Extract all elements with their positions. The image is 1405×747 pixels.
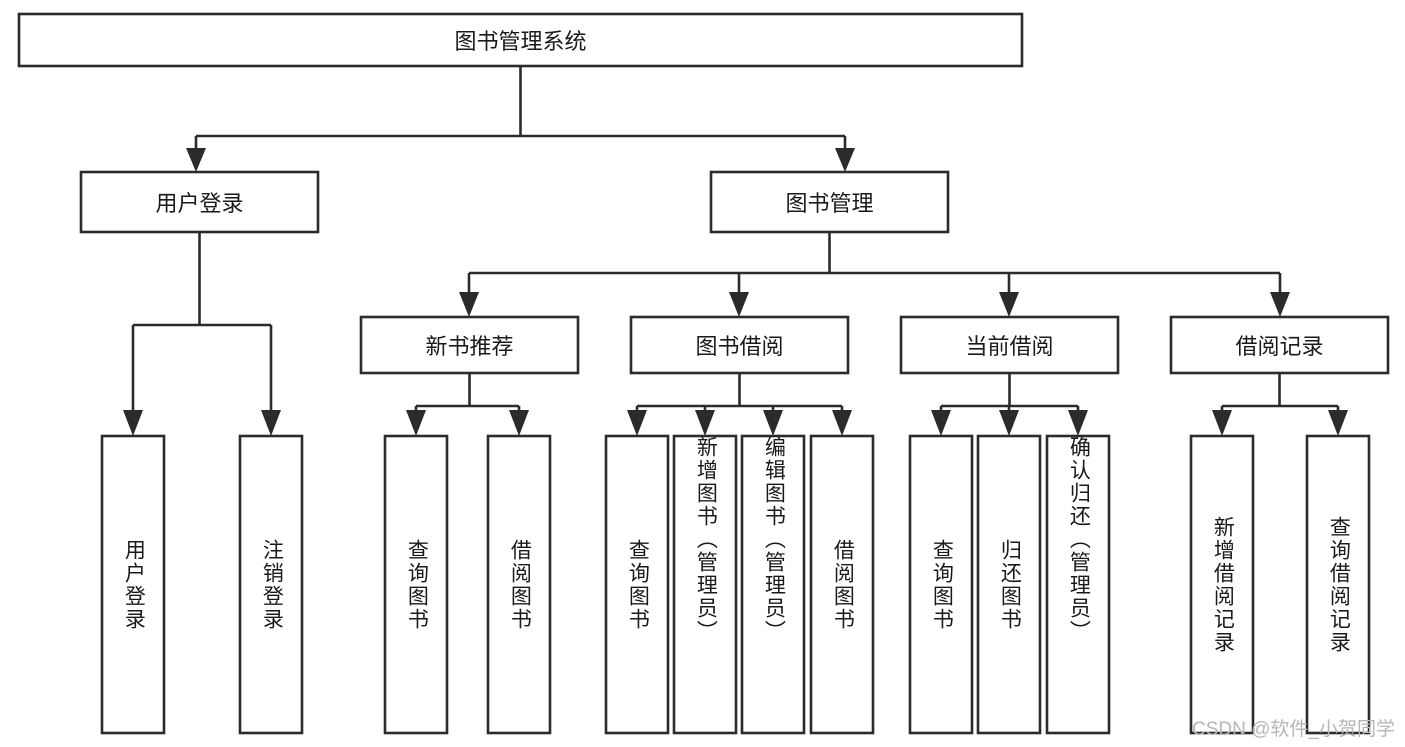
connector-userlogin-to-leaves [123, 232, 281, 436]
arrow-head-icon [1328, 410, 1348, 436]
arrow-head-icon [406, 410, 426, 436]
node-box-leaf-edit-book[interactable] [740, 434, 806, 735]
node-box-current-borrow[interactable] [899, 315, 1120, 375]
node-box-book-borrow[interactable] [629, 315, 850, 375]
arrow-head-icon [1270, 292, 1290, 317]
node-box-book-manage[interactable] [709, 170, 950, 234]
node-box-leaf-return-book[interactable] [976, 434, 1042, 735]
node-box-leaf-borrow-book-1[interactable] [486, 434, 552, 735]
connector-root-to-level2 [186, 66, 855, 172]
node-box-leaf-query-book-1[interactable] [383, 434, 449, 735]
arrow-head-icon [509, 410, 529, 436]
arrow-head-icon [763, 410, 783, 436]
node-box-user-login[interactable] [79, 170, 320, 234]
node-box-leaf-query-record[interactable] [1305, 434, 1371, 735]
arrow-head-icon [835, 148, 855, 172]
arrow-head-icon [123, 410, 143, 436]
node-box-new-book-recommend[interactable] [359, 315, 580, 375]
arrow-head-icon [459, 292, 479, 317]
arrow-head-icon [999, 410, 1019, 436]
node-box-leaf-add-book[interactable] [672, 434, 738, 735]
connector-bookborrow-to-leaves [627, 373, 852, 436]
node-box-borrow-record[interactable] [1169, 315, 1390, 375]
connector-newbook-to-leaves [406, 373, 529, 436]
connector-bookmanage-to-level3 [459, 232, 1290, 317]
arrow-head-icon [1068, 410, 1088, 436]
arrow-head-icon [931, 410, 951, 436]
node-box-leaf-borrow-book-2[interactable] [809, 434, 875, 735]
node-box-leaf-confirm-return[interactable] [1045, 434, 1111, 735]
node-box-leaf-logout-login[interactable] [238, 434, 304, 735]
connector-borrowrecord-to-leaves [1212, 373, 1348, 436]
arrow-head-icon [1212, 410, 1232, 436]
node-box-leaf-add-record[interactable] [1189, 434, 1255, 735]
arrow-head-icon [695, 410, 715, 436]
node-box-leaf-user-login[interactable] [100, 434, 166, 735]
arrow-head-icon [999, 292, 1019, 317]
arrow-head-icon [627, 410, 647, 436]
arrow-head-icon [261, 410, 281, 436]
arrow-head-icon [186, 148, 206, 172]
arrow-head-icon [729, 292, 749, 317]
node-box-leaf-query-book-2[interactable] [604, 434, 670, 735]
node-box-leaf-query-book-3[interactable] [908, 434, 974, 735]
connector-currentborrow-to-leaves [931, 373, 1088, 436]
arrow-head-icon [832, 410, 852, 436]
node-box-root[interactable] [17, 12, 1024, 68]
